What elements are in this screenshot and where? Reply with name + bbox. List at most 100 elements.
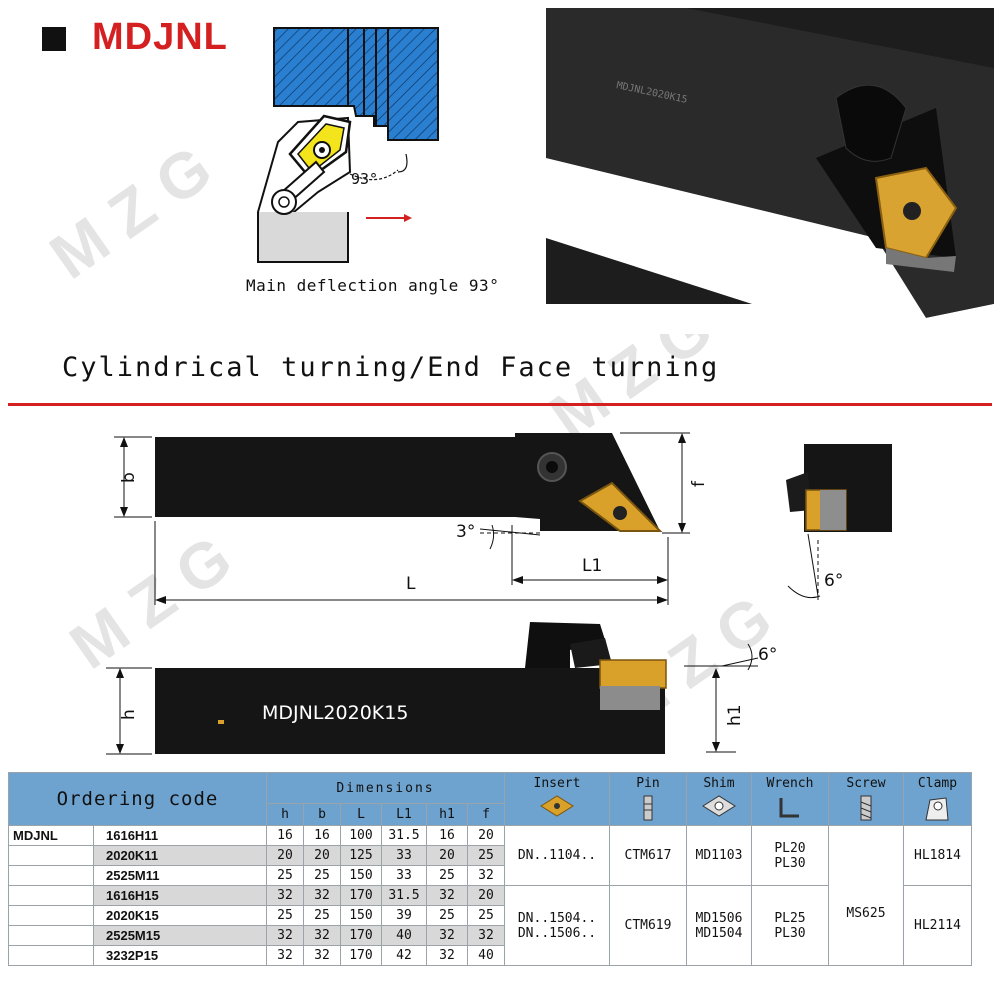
cell-b: 32 bbox=[302, 885, 341, 906]
cell-l1: 31.5 bbox=[380, 885, 427, 906]
insert-header: Insert bbox=[503, 772, 610, 826]
clamp-icon bbox=[904, 794, 971, 821]
table-row: 1616H15 32 32 170 31.5 32 20 DN..1504.. … bbox=[8, 885, 973, 966]
cell-l1: 33 bbox=[380, 845, 427, 866]
wrench-cell: PL20 PL30 bbox=[750, 825, 829, 886]
cell-h1: 25 bbox=[425, 905, 468, 926]
dim-l1: L1 bbox=[582, 556, 602, 576]
code-cell: 1616H11 bbox=[93, 825, 267, 846]
cell-l: 170 bbox=[339, 925, 382, 946]
cell-l: 170 bbox=[339, 945, 382, 966]
cell-h1: 32 bbox=[425, 925, 468, 946]
cell-h: 32 bbox=[265, 945, 304, 966]
angle-6a: 6° bbox=[824, 571, 843, 591]
shim-cell: MD1506 MD1504 bbox=[685, 885, 752, 966]
dim-f: f bbox=[689, 480, 709, 487]
cell-l: 100 bbox=[339, 825, 382, 846]
code-cell: 2525M11 bbox=[93, 865, 267, 886]
h1-dimension-drawing: h1 6° bbox=[684, 643, 777, 753]
cell-h1: 25 bbox=[425, 865, 468, 886]
page-title: MDJNL bbox=[92, 16, 228, 58]
cell-b: 32 bbox=[302, 925, 341, 946]
insert-a: DN..1504.. bbox=[517, 910, 597, 926]
insert-cell: DN..1104.. bbox=[503, 825, 610, 886]
col-l1: L1 bbox=[380, 803, 427, 826]
cell-b: 25 bbox=[302, 865, 341, 886]
angle-label: 93° bbox=[351, 170, 378, 188]
diagram-caption: Main deflection angle 93° bbox=[246, 276, 500, 295]
pin-icon bbox=[610, 794, 686, 821]
pin-header: Pin bbox=[608, 772, 687, 826]
section-divider bbox=[8, 403, 992, 406]
cell-b: 32 bbox=[302, 945, 341, 966]
end-view-drawing: 6° bbox=[786, 444, 892, 600]
screw-header: Screw bbox=[827, 772, 904, 826]
wrench-b: PL30 bbox=[774, 925, 806, 941]
wrench-header: Wrench bbox=[750, 772, 829, 826]
table-row: 2020K11 20 20 125 33 20 25 bbox=[8, 845, 972, 866]
angle-3: 3° bbox=[456, 522, 475, 542]
wrench-a: PL25 bbox=[774, 910, 806, 926]
cell-l1: 40 bbox=[380, 925, 427, 946]
col-f: f bbox=[466, 803, 505, 826]
dim-b: b bbox=[119, 472, 139, 483]
screw-icon bbox=[829, 794, 903, 821]
code-cell: 3232P15 bbox=[93, 945, 267, 966]
clamp-cell: HL1814 bbox=[902, 825, 973, 886]
shim-b: MD1504 bbox=[695, 925, 743, 941]
shim-cell: MD1103 bbox=[685, 825, 752, 886]
insert-cell: DN..1504.. DN..1506.. bbox=[503, 885, 610, 966]
code-cell: 2020K15 bbox=[93, 905, 267, 926]
dimensions-header: Dimensions bbox=[265, 772, 505, 804]
cell-f: 32 bbox=[466, 925, 505, 946]
cell-f: 20 bbox=[466, 825, 505, 846]
cell-h: 16 bbox=[265, 825, 304, 846]
cell-f: 20 bbox=[466, 885, 505, 906]
cell-h: 20 bbox=[265, 845, 304, 866]
cell-l: 170 bbox=[339, 885, 382, 906]
pin-cell: CTM617 bbox=[608, 825, 687, 886]
cell-h: 25 bbox=[265, 905, 304, 926]
pin-cell: CTM619 bbox=[608, 885, 687, 966]
top-view-drawing: b f L L1 3° bbox=[114, 432, 709, 605]
shim-a: MD1506 bbox=[695, 910, 743, 926]
clamp-header: Clamp bbox=[902, 772, 973, 826]
cell-h: 25 bbox=[265, 865, 304, 886]
cell-l1: 39 bbox=[380, 905, 427, 926]
watermark: MZG bbox=[37, 121, 240, 293]
shim-header: Shim bbox=[685, 772, 752, 826]
angle-6b: 6° bbox=[758, 645, 777, 665]
cell-b: 16 bbox=[302, 825, 341, 846]
deflection-angle-diagram: 93° bbox=[257, 27, 439, 263]
insert-icon bbox=[505, 794, 609, 820]
spec-table: Ordering code Dimensions Insert Pin Shim… bbox=[8, 772, 973, 966]
tool-holder-photo: MDJNL2020K15 bbox=[546, 8, 994, 334]
section-subtitle: Cylindrical turning/End Face turning bbox=[62, 352, 720, 383]
model-label: MDJNL2020K15 bbox=[262, 702, 409, 724]
table-row: 3232P15 32 32 170 42 32 40 bbox=[8, 945, 972, 966]
dim-h1: h1 bbox=[725, 704, 745, 726]
cell-f: 25 bbox=[466, 845, 505, 866]
title-square-icon bbox=[42, 27, 66, 51]
cell-b: 20 bbox=[302, 845, 341, 866]
side-view-drawing: h bbox=[106, 622, 667, 755]
table-row: MDJNL 1616H11 16 16 100 31.5 16 20 DN..1… bbox=[8, 825, 973, 966]
cell-f: 40 bbox=[466, 945, 505, 966]
wrench-cell: PL25 PL30 bbox=[750, 885, 829, 966]
col-h1: h1 bbox=[425, 803, 468, 826]
family-cell: MDJNL bbox=[8, 825, 94, 846]
code-cell: 1616H15 bbox=[93, 885, 267, 906]
cell-l1: 31.5 bbox=[380, 825, 427, 846]
wrench-b: PL30 bbox=[774, 855, 806, 871]
cell-l1: 33 bbox=[380, 865, 427, 886]
shim-icon bbox=[687, 794, 751, 820]
cell-h: 32 bbox=[265, 885, 304, 906]
ordering-code-header: Ordering code bbox=[8, 772, 267, 826]
dim-h: h bbox=[119, 709, 139, 720]
cell-l1: 42 bbox=[380, 945, 427, 966]
cell-f: 25 bbox=[466, 905, 505, 926]
cell-h1: 32 bbox=[425, 885, 468, 906]
cell-l: 150 bbox=[339, 865, 382, 886]
code-cell: 2020K11 bbox=[93, 845, 267, 866]
cell-h1: 32 bbox=[425, 945, 468, 966]
